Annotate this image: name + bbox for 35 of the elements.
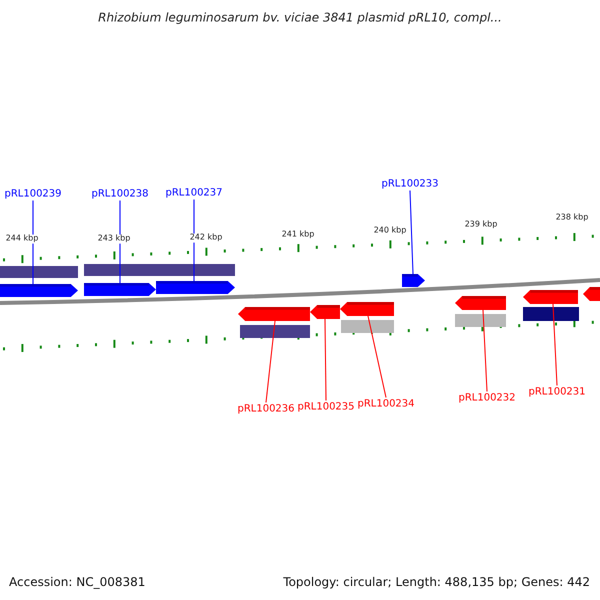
gene-feature — [402, 274, 425, 287]
gene-feature — [523, 290, 578, 304]
title: Rhizobium leguminosarum bv. viciae 3841 plasmid pRL10, compl... — [98, 11, 502, 25]
gene-feature — [0, 284, 78, 297]
scale-label: 238 kbp — [554, 214, 590, 222]
gene-label: pRL100235 — [297, 402, 355, 412]
gene-label: pRL100234 — [357, 398, 415, 410]
leader-line — [266, 320, 276, 403]
gene-feature — [310, 305, 340, 319]
leader-line — [32, 200, 34, 284]
leader-line — [552, 304, 558, 386]
leader-line — [368, 316, 386, 398]
leader-line — [324, 318, 326, 401]
gene-label: pRL100232 — [458, 392, 516, 404]
gene-feature — [583, 287, 600, 301]
gene-label: pRL100238 — [91, 188, 149, 200]
scale-label: 240 kbp — [372, 226, 408, 236]
leader-line — [410, 190, 414, 274]
gene-label: pRL100233 — [381, 178, 439, 190]
scale-label: 243 kbp — [96, 234, 132, 244]
scale-label: 241 kbp — [280, 230, 316, 240]
gene-feature — [455, 296, 506, 310]
accession-text: Accession: NC_008381 — [9, 575, 146, 589]
gene-label: pRL100236 — [237, 404, 295, 414]
scale-label: 239 kbp — [464, 220, 498, 230]
gene-feature — [156, 281, 235, 294]
gene-label: pRL100239 — [4, 188, 62, 200]
leader-line — [482, 310, 488, 392]
summary-text: Topology: circular; Length: 488,135 bp; Genes: 442 — [283, 575, 590, 589]
gene-label: pRL100231 — [528, 386, 586, 398]
gene-feature — [84, 283, 156, 296]
scale-label: 244 kbp — [4, 234, 40, 244]
gene-label: pRL100237 — [165, 188, 223, 198]
gene-feature — [340, 302, 394, 316]
scale-label: 242 kbp — [188, 234, 224, 242]
